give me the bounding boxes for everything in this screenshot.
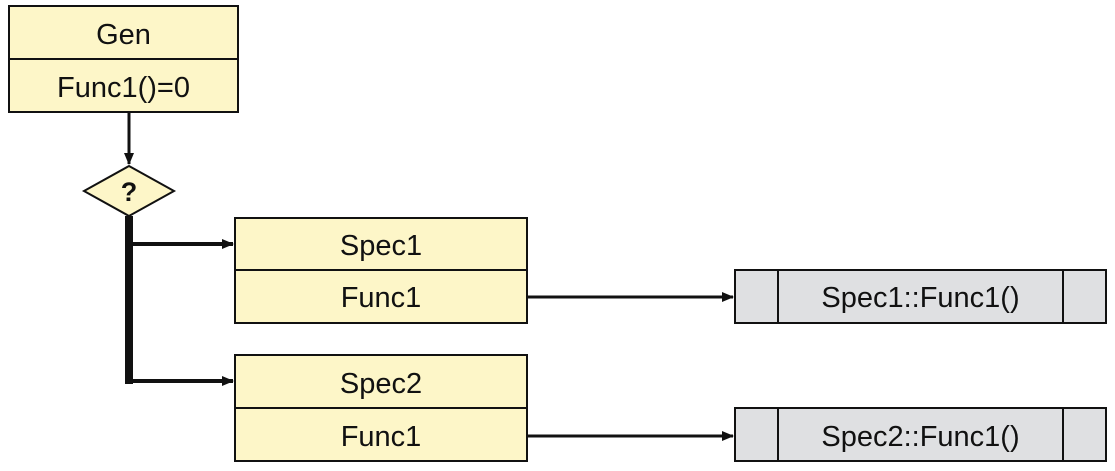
spec2-class-name: Spec2 xyxy=(340,368,422,400)
spec2-class-box: Spec2 Func1 xyxy=(234,354,528,462)
spec1-class-name: Spec1 xyxy=(340,230,422,262)
spec2-class-method: Func1 xyxy=(341,421,422,453)
spec1-class-method: Func1 xyxy=(341,282,422,314)
gen-class-name: Gen xyxy=(96,19,151,51)
spec1-impl-label: Spec1::Func1() xyxy=(821,282,1019,314)
spec1-class-box: Spec1 Func1 xyxy=(234,217,528,324)
spec2-impl-label: Spec2::Func1() xyxy=(821,421,1019,453)
gen-class-box: Gen Func1()=0 xyxy=(8,5,239,113)
decision-label: ? xyxy=(121,177,138,207)
decision-diamond: ? xyxy=(81,164,177,218)
gen-class-method: Func1()=0 xyxy=(57,72,190,104)
spec1-impl-box: Spec1::Func1() xyxy=(734,269,1107,324)
spec2-impl-box: Spec2::Func1() xyxy=(734,407,1107,462)
